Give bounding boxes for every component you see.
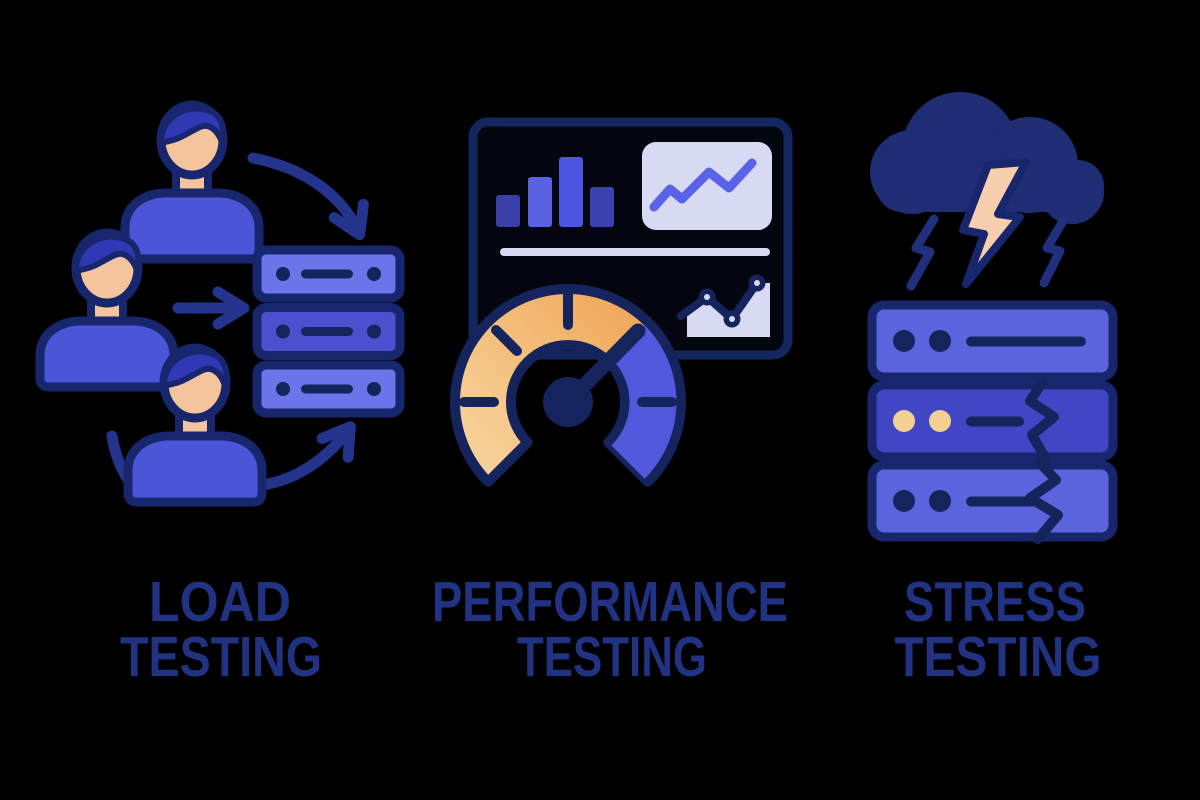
gauge-ticks <box>459 290 677 407</box>
section-performance-testing: PERFORMANCE TESTING <box>432 117 793 689</box>
small-lightning-left-icon <box>906 214 939 291</box>
storm-cracked-server-icon <box>867 92 1118 544</box>
dashboard-gauge-icon <box>450 117 793 487</box>
section-stress-testing: STRESS TESTING <box>867 92 1118 689</box>
label-performance: PERFORMANCE <box>432 570 788 634</box>
label-performance-testing-line2: TESTING <box>517 625 707 689</box>
divider-line <box>500 248 770 256</box>
label-load-testing-line2: TESTING <box>120 625 322 689</box>
server-stack-icon <box>252 245 405 418</box>
label-load: LOAD <box>149 570 291 634</box>
label-stress-testing-line2: TESTING <box>895 625 1102 689</box>
crack-line <box>1025 458 1063 544</box>
speedometer-gauge-icon <box>450 284 686 487</box>
lightning-bolt-icon <box>959 158 1030 288</box>
section-load-testing: LOAD TESTING <box>40 105 405 689</box>
crack-line <box>1025 378 1059 464</box>
trend-line <box>649 158 757 212</box>
line-chart-card-icon <box>642 142 772 230</box>
users-to-server-icon <box>40 105 405 502</box>
curved-arrow-top-icon <box>247 152 369 241</box>
server-leds <box>276 267 381 396</box>
area-chart-card-icon <box>677 274 770 337</box>
cracked-server-stack-icon <box>867 300 1118 544</box>
curved-arrow-bottom-icon <box>262 421 356 490</box>
gauge-hub <box>543 377 593 427</box>
server-leds <box>893 330 1086 512</box>
small-lightning-right-icon <box>1039 216 1068 288</box>
bar-chart-icon <box>496 157 614 227</box>
label-stress: STRESS <box>904 570 1086 634</box>
